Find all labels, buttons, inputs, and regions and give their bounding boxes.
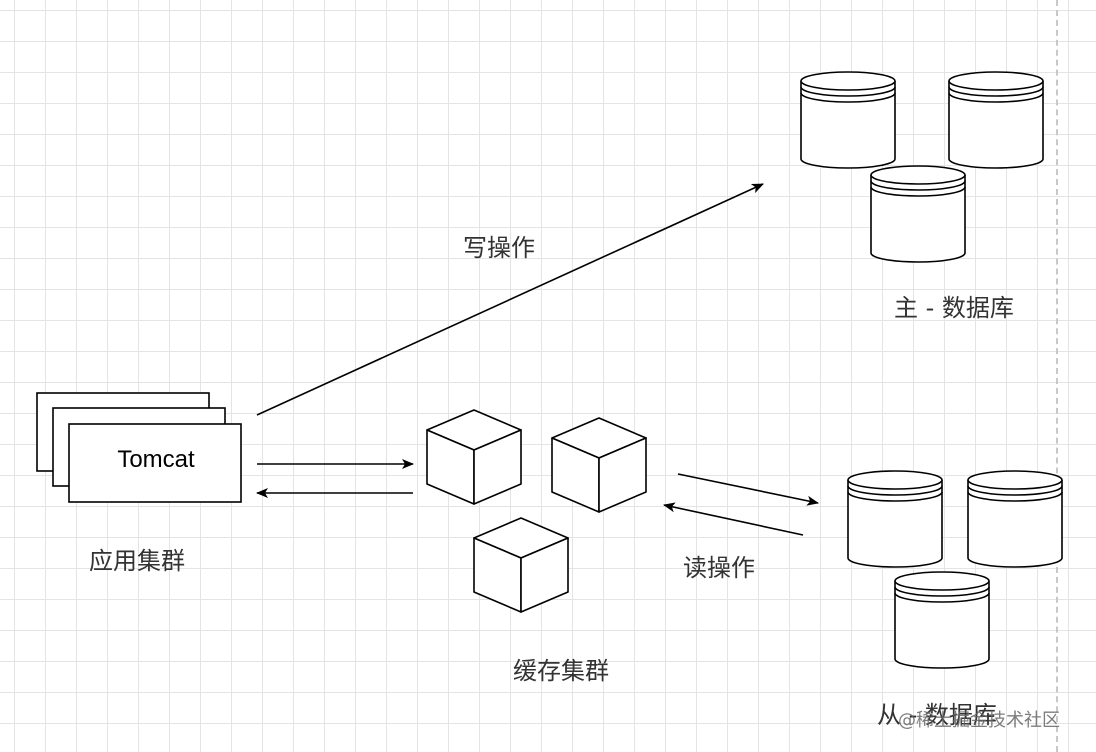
write-operation-label: 写操作 [463,234,535,262]
cache-node-2 [551,417,647,513]
arrows [256,183,819,536]
master-db-3 [870,165,966,263]
write-arrow [256,183,764,416]
cache-cluster-label: 缓存集群 [513,657,609,685]
cache-cubes [426,409,647,613]
cache-node-1 [426,409,522,505]
master-db-1 [800,71,896,169]
database-cylinders [800,71,1063,669]
app-cluster-label: 应用集群 [89,547,185,575]
slave-to-cache-arrow [663,502,804,536]
watermark: @稀土掘金技术社区 [898,710,1060,731]
cache-node-3 [473,517,569,613]
tomcat-front-page [68,423,242,503]
master-db-2 [948,71,1044,169]
slave-db-label: 从 - 数据库 [877,701,997,729]
tomcat-label: Tomcat [117,446,195,473]
master-db-label: 主 - 数据库 [894,294,1014,322]
slave-db-1 [847,470,943,568]
cache-to-slave-arrow [677,473,819,506]
read-operation-label: 读操作 [683,554,755,582]
tomcat-stack [36,392,242,503]
slave-db-2 [967,470,1063,568]
slave-db-3 [894,571,990,669]
page-boundary-line [1056,0,1058,752]
